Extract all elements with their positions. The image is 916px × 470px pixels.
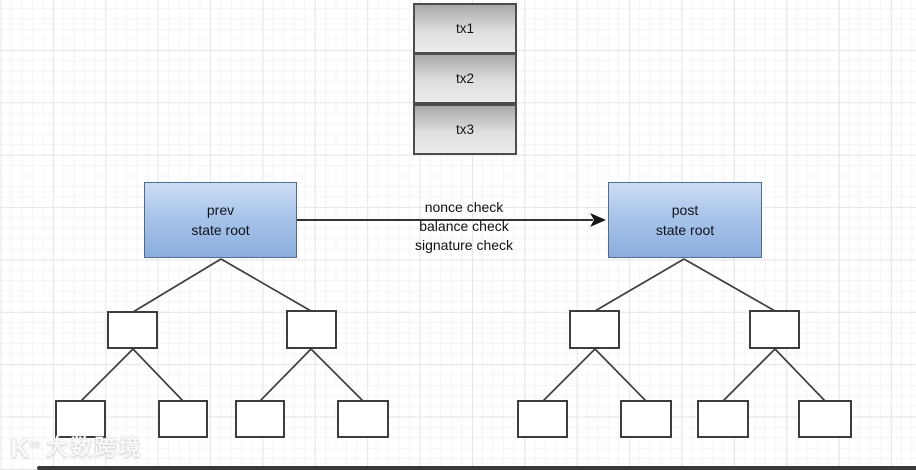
tx3-label: tx3 [455,122,474,137]
post-root-line2: state root [655,222,715,238]
watermark: K ∞ 大数跨境 [10,433,143,463]
left-tree-leaf-3 [235,400,285,438]
tx1-box: tx1 [413,3,517,54]
tx1-label: tx1 [455,21,474,36]
bottom-progress-bar [37,466,916,470]
left-tree-leaf-1 [55,400,106,438]
prev-root-line2: state root [191,222,250,238]
post-root-line1: post [671,202,699,218]
right-tree-leaf-2 [620,400,672,438]
right-tree-node-l2-a [569,310,620,349]
right-tree-node-l2-b [749,310,800,349]
transition-arrow-head [590,213,606,227]
right-tree-leaf-3 [697,400,749,438]
left-tree-leaf-2 [158,400,208,438]
tx2-label: tx2 [455,71,474,86]
check-nonce: nonce check [424,199,504,215]
left-tree-leaf-4 [337,400,389,438]
prev-state-root-box: prev state root [144,182,297,258]
right-tree-leaf-4 [798,400,852,438]
transition-checks-label: nonce check balance check signature chec… [389,198,539,255]
left-tree-node-l2-b [286,310,337,349]
tx3-box: tx3 [413,104,517,155]
tx2-box: tx2 [413,53,517,104]
post-state-root-box: post state root [608,182,762,258]
check-balance: balance check [419,218,509,234]
watermark-logo-icon: K [10,433,30,463]
check-signature: signature check [414,237,514,253]
left-tree-node-l2-a [107,311,158,349]
right-tree-leaf-1 [517,400,568,438]
watermark-logo-sup: ∞ [29,435,41,452]
prev-root-line1: prev [206,202,235,218]
watermark-text: 大数跨境 [46,435,143,460]
